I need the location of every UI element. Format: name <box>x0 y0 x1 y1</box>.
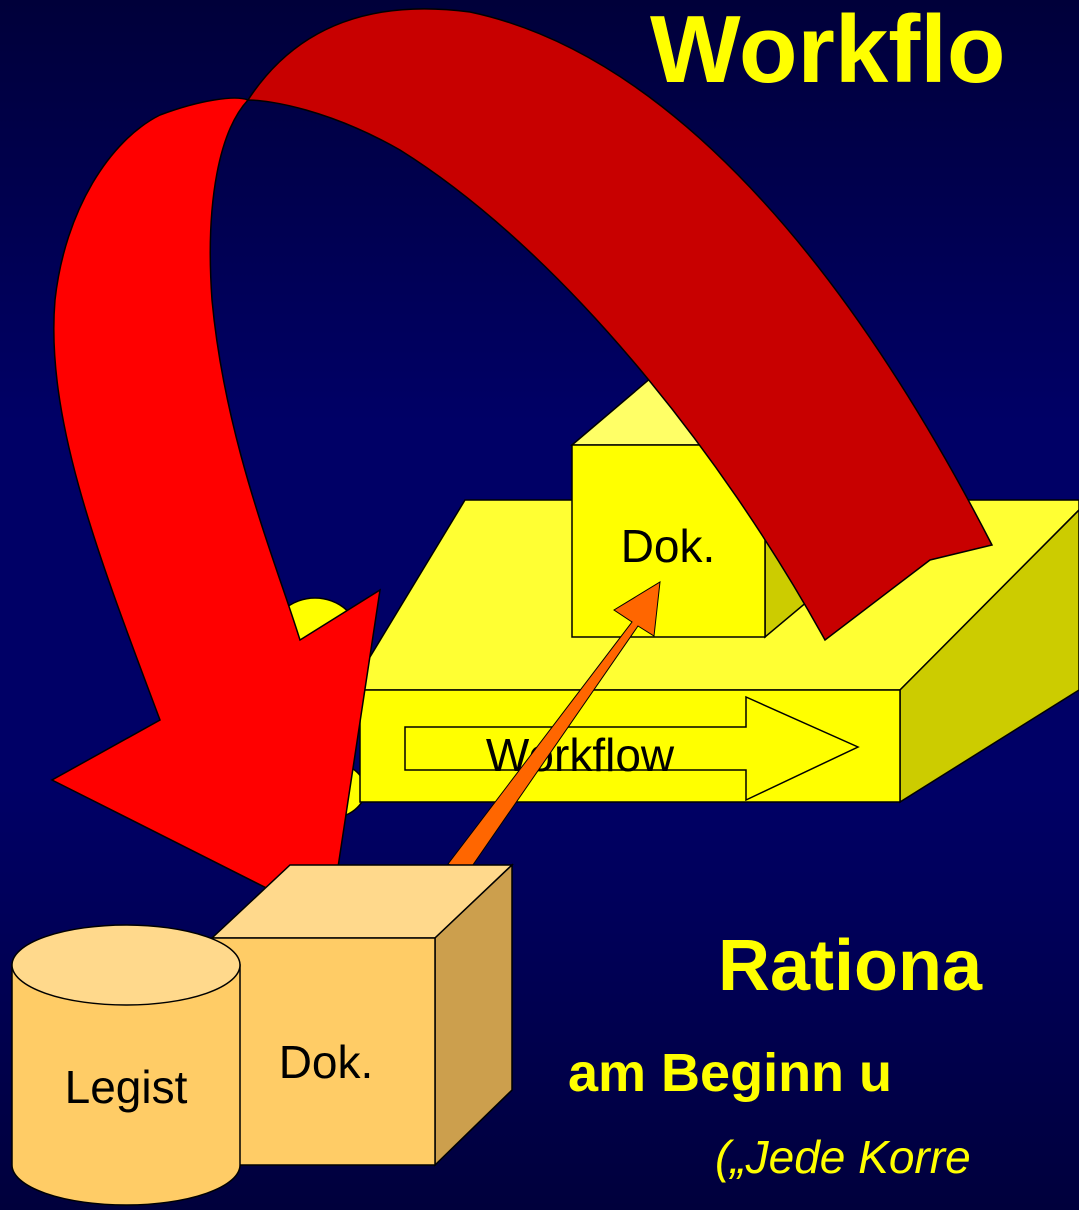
workflow-arrow-shape <box>404 695 860 802</box>
legist-database-top <box>11 924 241 1006</box>
document-box-bottom-front <box>211 937 436 1166</box>
legist-database-body <box>11 964 241 1206</box>
slide-caption: am Beginn u <box>568 1043 892 1103</box>
legist-database: Legist <box>11 924 241 1206</box>
document-box-top-label: Dok. <box>621 520 716 572</box>
upload-arrow <box>447 581 661 873</box>
document-box-bottom-label: Dok. <box>279 1036 374 1088</box>
slide-subtitle: Rationa <box>718 926 983 1006</box>
feedback-loop-arrow-front <box>50 97 381 922</box>
document-box-bottom: Dok. <box>210 863 514 1167</box>
legist-database-label: Legist <box>65 1061 188 1113</box>
upload-arrow-shape <box>447 581 661 873</box>
feedback-loop-arrow-back <box>246 8 994 642</box>
slide-title: Workflo <box>650 0 1006 103</box>
workflow-label: Workflow <box>486 729 675 781</box>
feedback-loop-arrow <box>50 8 994 922</box>
slide-note: („Jede Korre <box>715 1131 971 1183</box>
